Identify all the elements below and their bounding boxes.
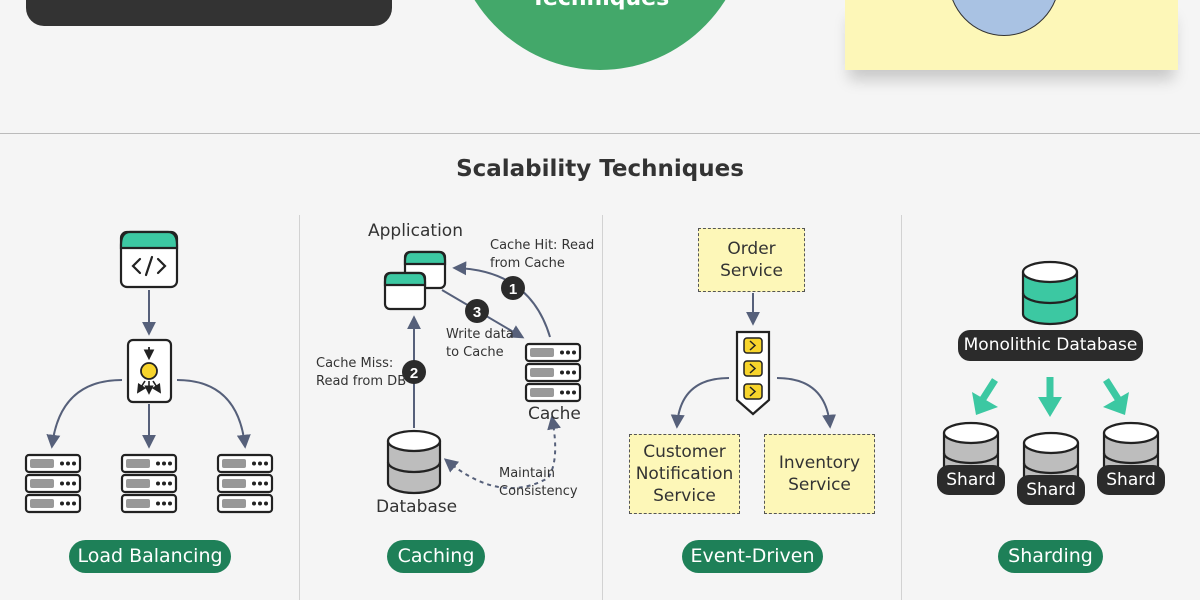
- top-circle-label: Techniques: [450, 0, 750, 11]
- maintain-consistency-note: Maintain Consistency: [499, 465, 578, 501]
- cache-label: Cache: [528, 404, 581, 424]
- server-icon-1: [24, 453, 82, 514]
- sharding-pill: Sharding: [998, 540, 1103, 573]
- shard-label-1: Shard: [937, 465, 1005, 495]
- column-divider-3: [901, 215, 902, 600]
- order-line-2: Service: [720, 261, 783, 281]
- cache-hit-line-2: from Cache: [490, 256, 565, 271]
- teal-arrow-center-icon: [1038, 377, 1062, 417]
- message-queue-icon: [735, 330, 771, 416]
- load-balancing-pill: Load Balancing: [69, 540, 231, 573]
- server-icon-3: [216, 453, 274, 514]
- inventory-line-2: Service: [788, 475, 851, 495]
- lb-arrow-left: [46, 379, 123, 449]
- caching-pill: Caching: [387, 540, 485, 573]
- maintain-line-2: Consistency: [499, 484, 578, 499]
- shard-label-2: Shard: [1017, 475, 1085, 505]
- step-3-badge: [465, 299, 489, 323]
- column-divider-1: [299, 215, 300, 600]
- cache-hit-line-1: Cache Hit: Read: [490, 238, 595, 253]
- cache-hit-note: Cache Hit: Read from Cache: [490, 237, 594, 273]
- application-window-icon-front: [383, 271, 427, 311]
- lb-arrow-right: [176, 379, 251, 449]
- customer-line-3: Service: [653, 486, 716, 506]
- top-dark-box: [26, 0, 392, 26]
- queue-to-inventory-arrow: [776, 377, 837, 429]
- miss-line-2: Read from DB: [316, 374, 407, 389]
- cache-miss-note: Cache Miss: Read from DB: [316, 355, 406, 391]
- maintain-line-1: Maintain: [499, 466, 555, 481]
- step-1-number: 1: [509, 281, 517, 298]
- monolithic-database-label: Monolithic Database: [958, 330, 1143, 361]
- application-label: Application: [368, 221, 463, 241]
- miss-line-1: Cache Miss:: [316, 356, 394, 371]
- customer-line-1: Customer: [643, 442, 726, 462]
- shard-label-3: Shard: [1097, 465, 1165, 495]
- inventory-line-1: Inventory: [778, 453, 861, 473]
- teal-arrow-left-icon: [972, 378, 998, 415]
- section-title: Scalability Techniques: [456, 156, 744, 182]
- event-driven-pill: Event-Driven: [682, 540, 823, 573]
- step-2-number: 2: [410, 365, 418, 382]
- step-2-badge: [402, 360, 426, 384]
- step-3-number: 3: [473, 304, 481, 321]
- database-icon: [386, 429, 442, 495]
- column-divider-2: [602, 215, 603, 600]
- write-line-1: Write data: [446, 327, 514, 342]
- customer-line-2: Notification: [635, 464, 734, 484]
- database-label: Database: [376, 497, 458, 517]
- server-icon-2: [120, 453, 178, 514]
- queue-to-customer-arrow: [670, 377, 730, 429]
- step-1-badge: [501, 276, 525, 300]
- load-balancer-icon: [126, 338, 173, 404]
- teal-arrow-right-icon: [1103, 378, 1129, 415]
- consistency-arrow: [443, 415, 561, 490]
- cache-server-icon: [524, 342, 582, 403]
- write-line-2: to Cache: [446, 345, 504, 360]
- section-divider: [0, 133, 1200, 134]
- order-line-1: Order: [727, 239, 776, 259]
- write-cache-note: Write data to Cache: [446, 326, 514, 362]
- monolithic-database-icon: [1021, 260, 1079, 326]
- code-window-icon: [119, 230, 179, 289]
